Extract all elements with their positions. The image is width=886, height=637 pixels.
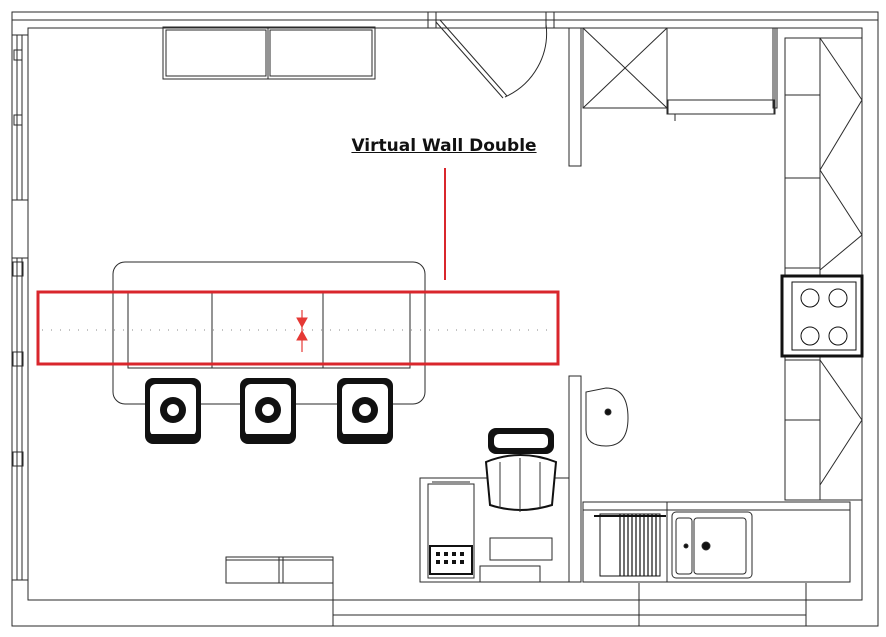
outer-walls <box>11 11 879 627</box>
tall-cabinet <box>582 27 778 121</box>
wall-thickness-arrows-icon <box>296 310 308 352</box>
partition-wall-top <box>568 27 582 167</box>
bottom-door-opening <box>332 583 807 626</box>
office-chair-icon <box>484 428 558 512</box>
bar-stool-icon <box>240 378 296 444</box>
sink-icon <box>671 511 753 579</box>
bar-stool-icon <box>145 378 201 444</box>
callout-label: Virtual Wall Double <box>351 136 537 156</box>
door-swing-icon <box>427 11 555 99</box>
virtual-wall-highlight <box>36 290 560 366</box>
top-wall-cabinets <box>162 26 376 80</box>
bottom-counter <box>582 501 851 583</box>
bar-stool-icon <box>337 378 393 444</box>
dishrack-icon <box>594 513 666 577</box>
bottom-window-icon <box>225 556 334 584</box>
right-counter <box>784 37 863 501</box>
left-window-icon <box>11 34 29 201</box>
hand-basin-icon <box>585 387 629 447</box>
cooktop-icon <box>780 274 864 358</box>
partition-wall-middle <box>568 375 582 583</box>
left-sliding-door-icon <box>11 257 29 581</box>
microwave-icon <box>429 545 473 575</box>
